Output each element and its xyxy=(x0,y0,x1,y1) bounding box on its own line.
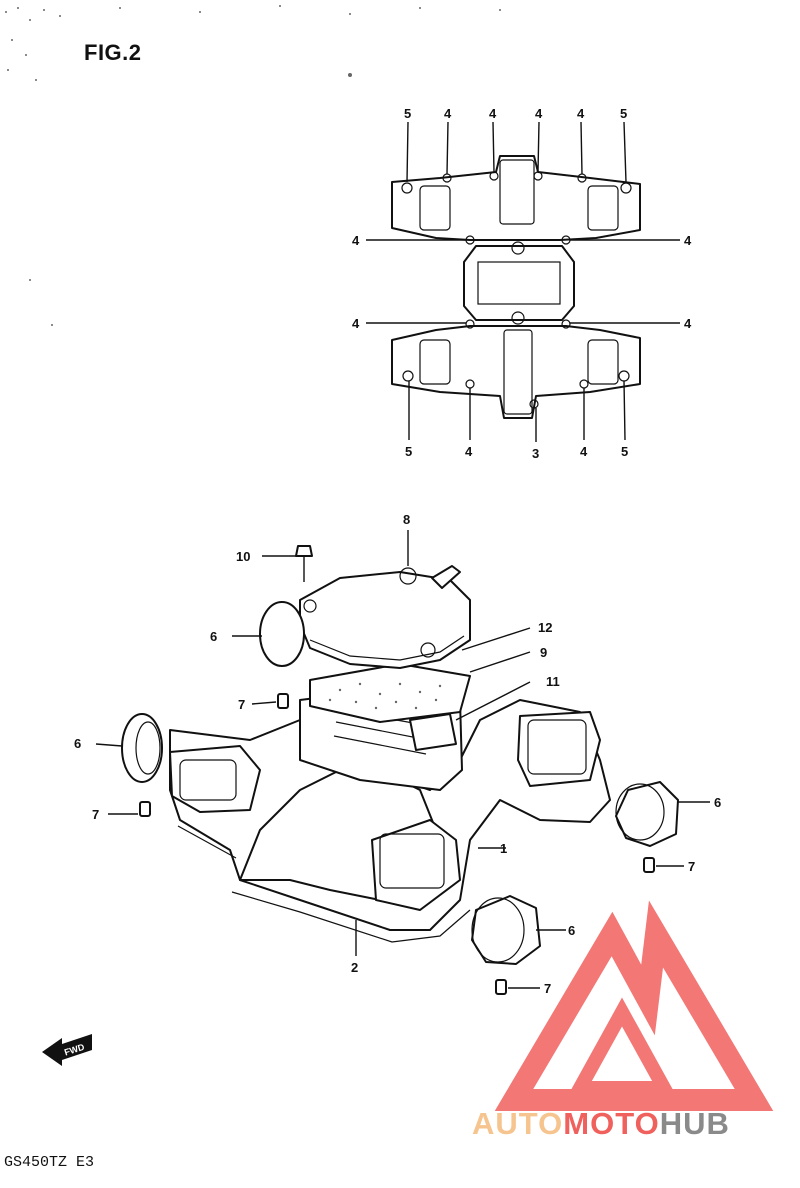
model-code: GS450TZ E3 xyxy=(4,1154,95,1171)
callout-7-left: 7 xyxy=(92,807,99,822)
callout-4-a: 4 xyxy=(444,106,452,121)
callout-2: 2 xyxy=(351,960,358,975)
brand-auto: AUTO xyxy=(472,1106,564,1141)
scan-noise xyxy=(5,5,501,326)
callout-9: 9 xyxy=(540,645,547,660)
callout-12: 12 xyxy=(538,620,552,635)
callout-5-bottom-left: 5 xyxy=(405,444,412,459)
callout-5-top-left: 5 xyxy=(404,106,411,121)
callout-8: 8 xyxy=(403,512,410,527)
callout-5-top-right: 5 xyxy=(620,106,627,121)
brand-moto: MOTO xyxy=(563,1106,660,1141)
watermark-brand: AUTOMOTOHUB xyxy=(472,1106,730,1142)
callout-4-bottom-a: 4 xyxy=(465,444,473,459)
callout-4-bottom-b: 4 xyxy=(580,444,588,459)
callout-4-b: 4 xyxy=(489,106,497,121)
callout-1: 1 xyxy=(500,841,507,856)
callout-4-right-lower: 4 xyxy=(684,316,692,331)
top-view-cam-cover: 5 4 4 4 4 5 4 4 4 4 5 4 3 4 5 xyxy=(352,106,692,461)
callout-7-upper: 7 xyxy=(238,697,245,712)
callout-11: 11 xyxy=(546,674,560,689)
brand-hub: HUB xyxy=(659,1106,730,1141)
forward-arrow-icon: FWD xyxy=(42,1034,92,1066)
callout-4-d: 4 xyxy=(577,106,585,121)
callout-3-bottom: 3 xyxy=(532,446,539,461)
callout-7-front: 7 xyxy=(544,981,551,996)
watermark-logo-icon xyxy=(494,900,774,1111)
callout-6-upper-left: 6 xyxy=(210,629,217,644)
callout-4-left-lower: 4 xyxy=(352,316,360,331)
callout-6-front: 6 xyxy=(568,923,575,938)
callout-4-left-upper: 4 xyxy=(352,233,360,248)
exploded-view-cam-cover: 8 10 6 12 9 11 7 6 7 1 6 7 2 6 7 xyxy=(74,512,721,996)
callout-7-right: 7 xyxy=(688,859,695,874)
callout-6-right: 6 xyxy=(714,795,721,810)
callout-5-bottom-right: 5 xyxy=(621,444,628,459)
callout-4-right-upper: 4 xyxy=(684,233,692,248)
callout-6-left: 6 xyxy=(74,736,81,751)
callout-4-c: 4 xyxy=(535,106,543,121)
figure-title: FIG.2 xyxy=(84,40,142,65)
callout-10: 10 xyxy=(236,549,250,564)
